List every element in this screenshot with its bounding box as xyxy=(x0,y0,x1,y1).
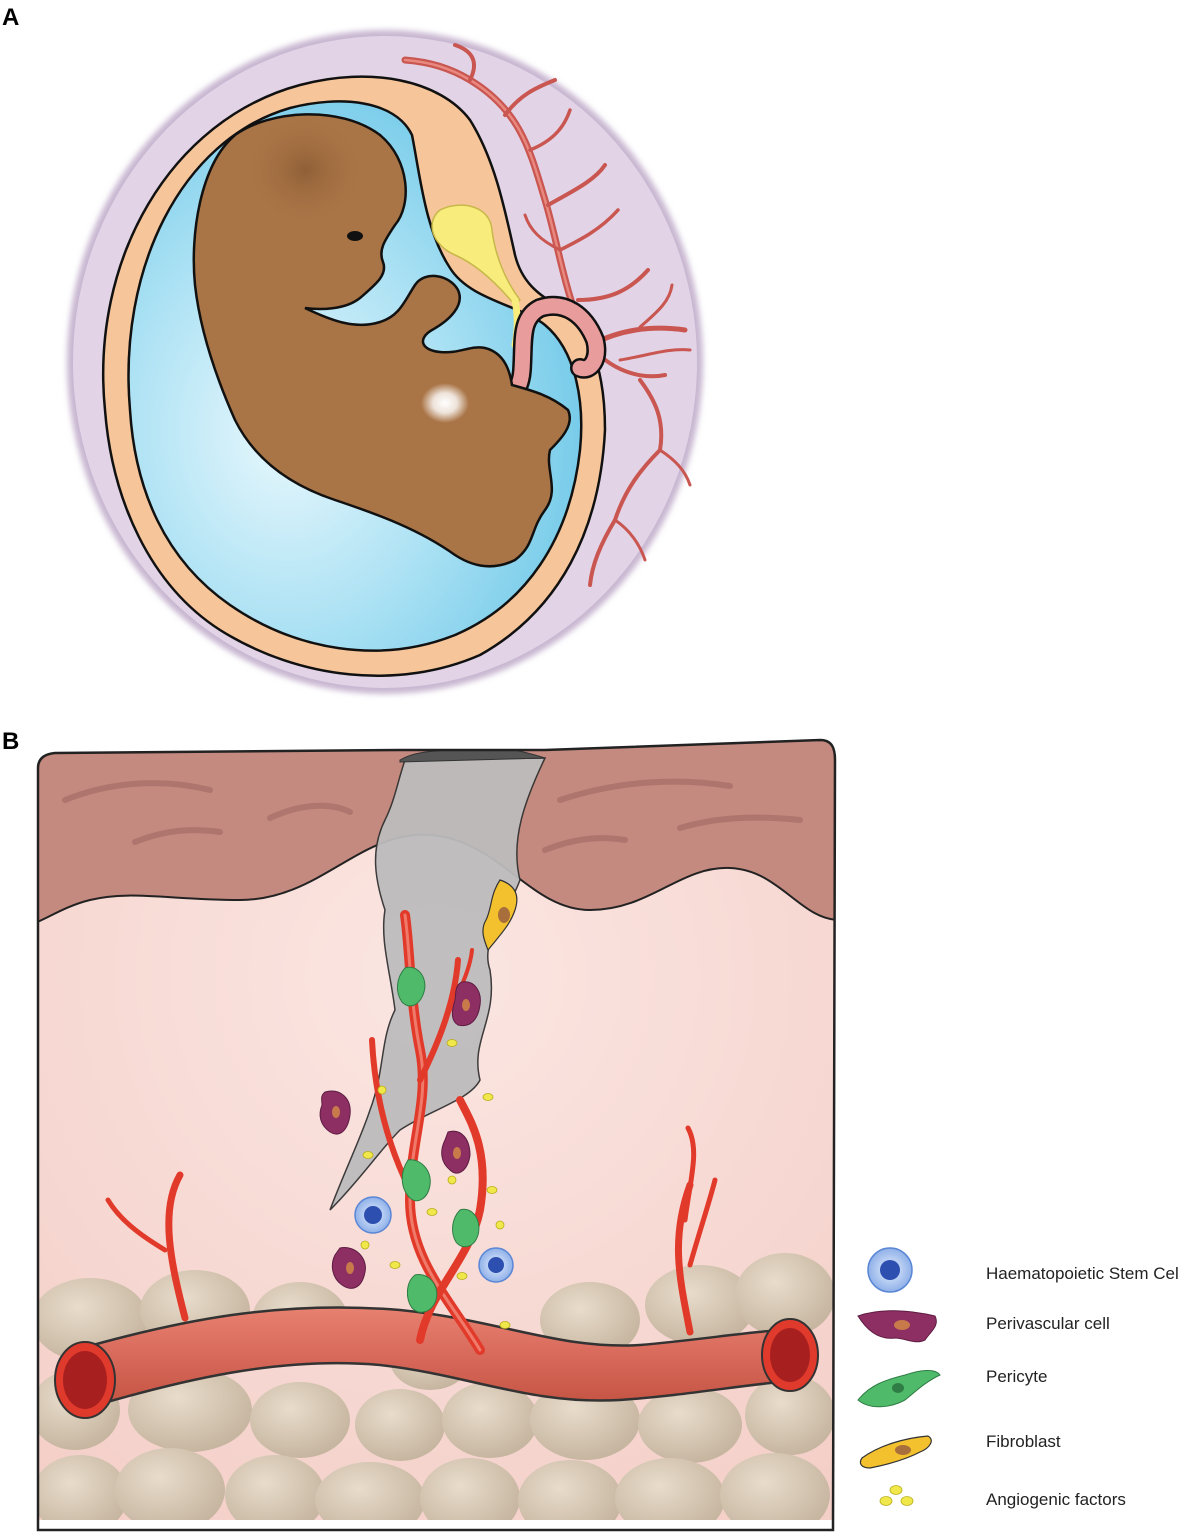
legend-label-angiogenic-factors: Angiogenic factors xyxy=(986,1490,1126,1509)
legend-icons xyxy=(857,1247,941,1506)
pericyte-in-tissue xyxy=(397,966,480,1313)
tissue-cells xyxy=(319,879,518,1329)
haematopoietic-stem-cell-icon xyxy=(867,1247,913,1293)
panel-b-label: B xyxy=(2,728,20,755)
pericyte-icon xyxy=(857,1370,941,1408)
panel-a-label: A xyxy=(2,4,20,31)
legend-label-perivascular-cell: Perivascular cell xyxy=(986,1314,1110,1333)
angiogenic-factors-icon xyxy=(879,1485,914,1506)
perivascular-cell-icon xyxy=(857,1310,937,1343)
embryo-eye xyxy=(347,231,363,241)
panel-b-illustration xyxy=(36,738,941,1532)
legend-label-fibroblast: Fibroblast xyxy=(986,1432,1061,1451)
legend-label-pericyte: Pericyte xyxy=(986,1367,1048,1386)
fibroblast-in-tissue xyxy=(482,879,518,952)
haematopoietic-stem-cell-in-tissue xyxy=(354,1196,514,1283)
panel-a-illustration xyxy=(67,30,703,694)
embryo xyxy=(192,113,571,568)
fibroblast-icon xyxy=(859,1435,932,1469)
tissue-outline xyxy=(36,738,837,1532)
legend-label-haematopoietic-stem-cell: Haematopoietic Stem Cel xyxy=(986,1264,1179,1283)
angiogenic-factors-in-tissue xyxy=(360,1039,511,1329)
